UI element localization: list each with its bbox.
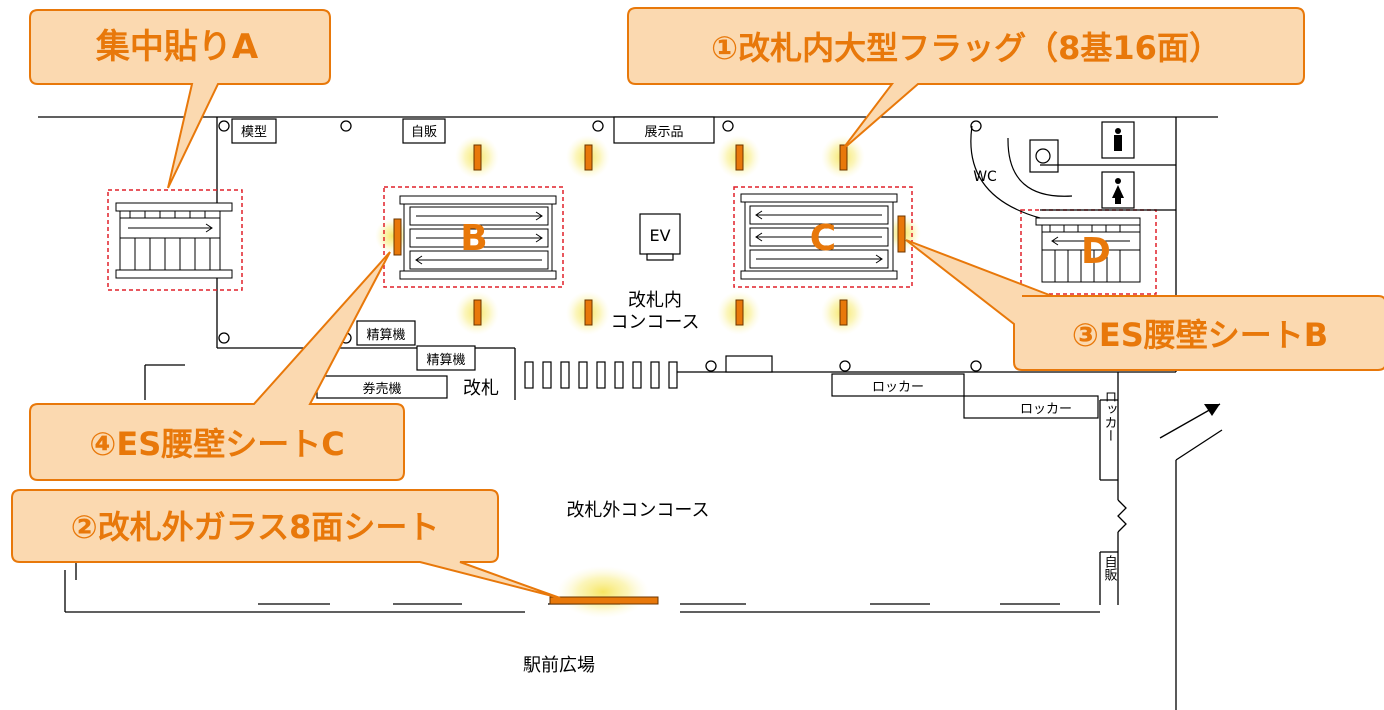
callout-b-text: ①改札内大型フラッグ（8基16面） [711,29,1221,67]
escalator-d [1035,217,1141,283]
callout-b: ①改札内大型フラッグ（8基16面） [627,7,1305,151]
zone-d-outline [1020,209,1157,295]
zone-c-outline [733,186,913,288]
callout-e-text: ②改札外ガラス8面シート [71,508,440,546]
elevator-label: EV [649,226,670,245]
escalator-a [115,202,233,279]
callout-e: ②改札外ガラス8面シート [11,489,561,599]
woman-icon [1112,178,1124,204]
callout-d-text: ④ES腰壁シートC [89,425,345,463]
callout-c: ③ES腰壁シートB [905,239,1384,371]
flag-glows [375,135,921,618]
callout-d: ④ES腰壁シートC [29,251,405,481]
station-plaza-label: 駅前広場 [523,655,595,676]
locker-label: ロッカー [1020,402,1072,417]
vending-label: 自販 [411,125,437,140]
wc-label: WC [973,169,997,185]
outer-concourse-label: 改札外コンコース [566,500,709,521]
man-icon [1114,128,1122,151]
model-label: 模型 [241,125,267,140]
inner-concourse-label: 改札内 [628,290,682,311]
wc-walls [970,125,1176,219]
inner-concourse-label-2: コンコース [610,312,699,333]
fare-adjustment-label: 精算機 [426,353,465,368]
locker-vertical-label: ロッカー [1102,390,1117,442]
fixtures [231,116,1135,419]
zone-c-letter: C [810,218,836,259]
callout-a: 集中貼りA [29,9,331,189]
zone-b-outline [383,186,564,288]
escalator-b [399,195,557,280]
locker-label: ロッカー [872,380,924,395]
zone-b-letter: B [460,218,487,259]
gate-label: 改札 [463,378,499,399]
flag-markers [393,144,906,605]
callout-c-text: ③ES腰壁シートB [1072,316,1328,354]
zone-a-outline [107,189,243,291]
ticket-machine-label: 券売機 [362,381,401,397]
vending-vertical-label: 自販 [1102,555,1118,581]
arrow-down-icon [1204,404,1220,416]
fare-adjustment-label: 精算機 [366,328,405,343]
escalator-c [740,193,898,280]
exhibit-label: 展示品 [644,125,683,140]
callout-a-text: 集中貼りA [95,27,259,67]
wheelchair-icon [1035,148,1051,164]
zone-d-letter: D [1081,231,1111,272]
